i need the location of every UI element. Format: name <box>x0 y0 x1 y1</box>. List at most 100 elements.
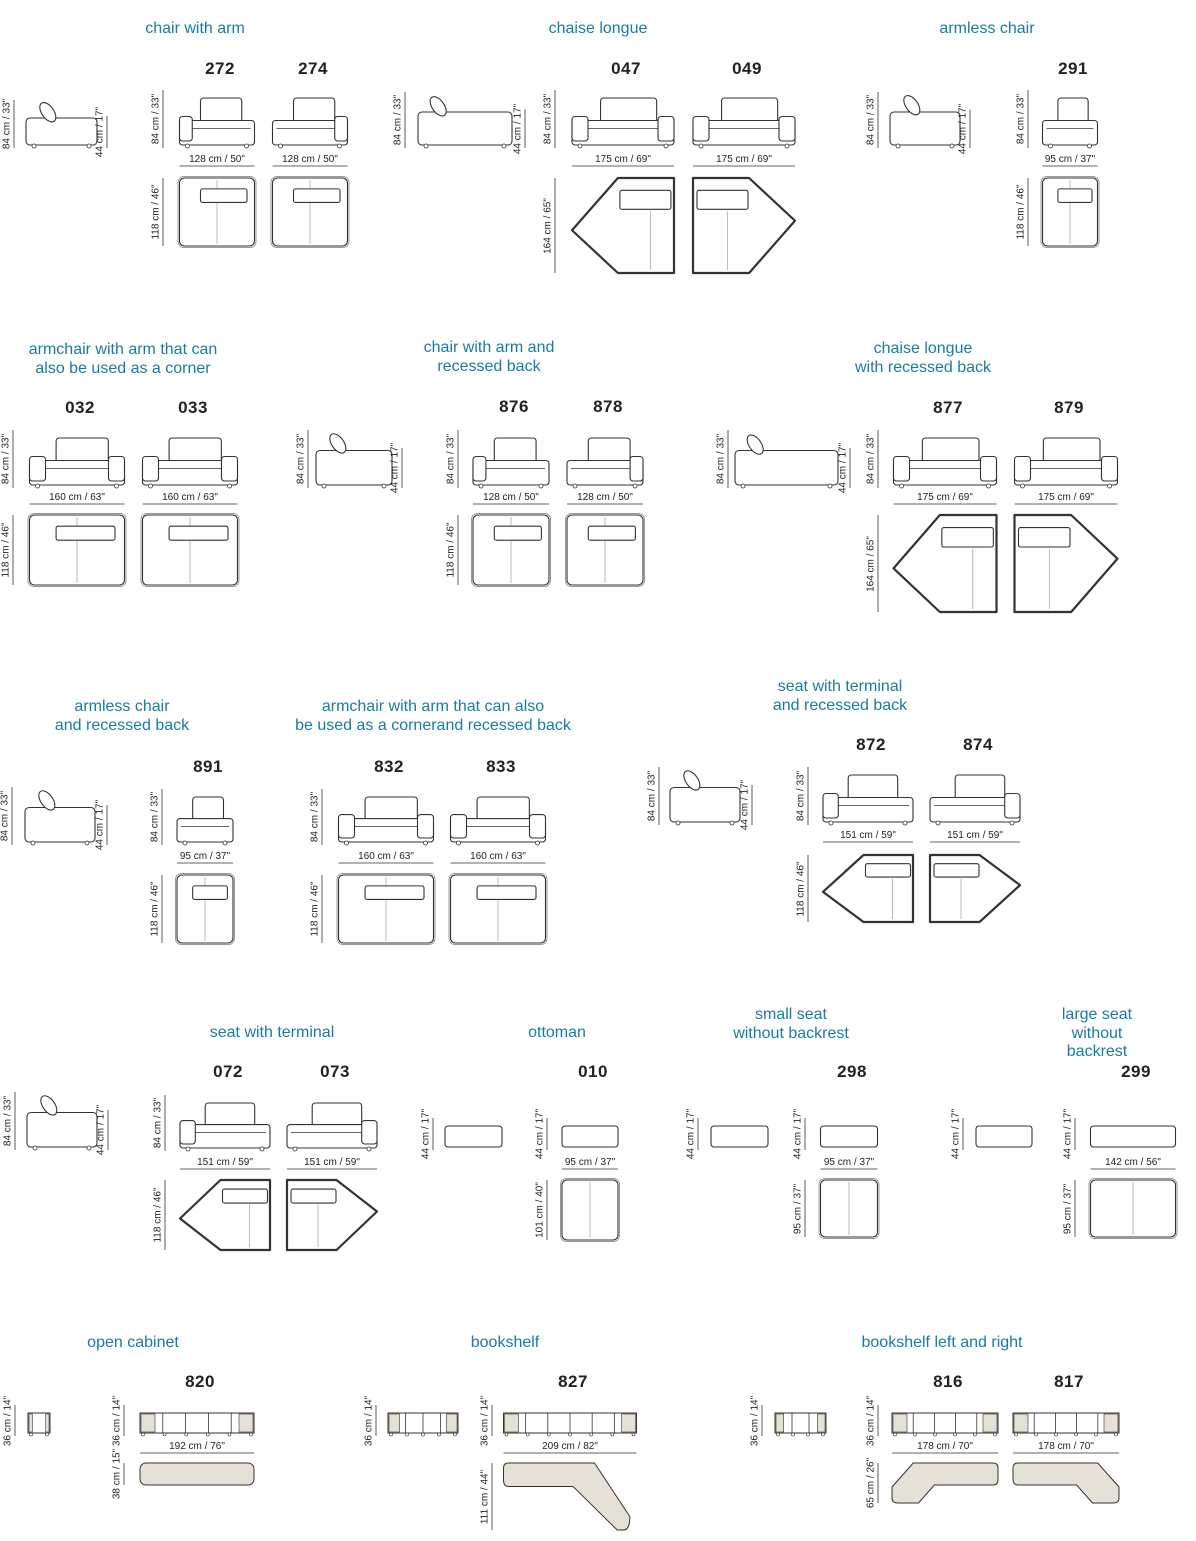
cabinet-frame <box>1012 1412 1120 1434</box>
width-label: 128 cm / 50" <box>189 154 245 165</box>
foot <box>589 1432 593 1437</box>
armrest <box>28 455 47 482</box>
product-073 <box>285 1102 379 1252</box>
section-title: large seat without backrest <box>1061 1006 1133 1060</box>
back-cushion <box>696 189 749 210</box>
seat-height-label: 44 cm / 17" <box>957 103 969 154</box>
side-view <box>27 1412 51 1437</box>
foot <box>1094 1432 1098 1437</box>
foot <box>456 840 461 846</box>
armrest <box>179 1120 196 1145</box>
width-label: 128 cm / 50" <box>282 154 338 165</box>
product-code: 010 <box>578 1062 608 1081</box>
side-height-label: 84 cm / 33" <box>295 433 307 485</box>
product-299 <box>1088 1125 1178 1239</box>
backrest <box>292 97 336 124</box>
foot <box>244 143 249 149</box>
width-label: 160 cm / 63" <box>162 492 218 503</box>
product-code: 879 <box>1054 398 1084 417</box>
back-cushion <box>55 525 116 541</box>
foot <box>185 143 190 149</box>
armrest <box>892 455 911 482</box>
foot <box>141 1432 145 1437</box>
foot <box>821 1432 825 1437</box>
outline <box>1040 176 1100 248</box>
armrest <box>107 455 126 482</box>
foot <box>1048 143 1053 149</box>
foot <box>405 1432 409 1437</box>
depth-label: 101 cm / 40" <box>534 1182 546 1238</box>
foot <box>1087 143 1092 149</box>
depth-label: 118 cm / 46" <box>309 881 321 937</box>
armrest <box>778 115 796 142</box>
product-code: 032 <box>65 398 95 417</box>
section-3 <box>889 94 1100 248</box>
armrest <box>220 455 239 482</box>
section-title: chair with arm <box>145 20 245 37</box>
side-height-label: 84 cm / 33" <box>0 790 11 842</box>
side-body <box>315 449 393 486</box>
back-cushion <box>199 188 248 204</box>
depth-label: 164 cm / 65" <box>865 535 877 592</box>
cabinet-panel <box>28 1413 33 1433</box>
depth-label: 118 cm / 46" <box>1015 184 1027 240</box>
depth-label: 118 cm / 46" <box>795 860 807 917</box>
foot <box>631 1432 636 1437</box>
side-body <box>975 1125 1033 1148</box>
foot <box>249 1432 253 1437</box>
backrest <box>192 796 225 822</box>
product-code: 049 <box>732 59 762 78</box>
front-height-label: 84 cm / 33" <box>1015 93 1027 145</box>
front-height-label: 84 cm / 33" <box>445 433 457 485</box>
outline <box>818 1178 880 1239</box>
foot <box>478 483 484 489</box>
outline <box>565 513 645 587</box>
section-6 <box>734 434 1119 614</box>
front-height-label: 36 cm / 14" <box>111 1395 123 1446</box>
side-view <box>24 790 96 846</box>
back-cushion <box>221 1188 269 1204</box>
backrest <box>168 437 222 464</box>
foot <box>1014 1432 1018 1437</box>
backrest <box>954 774 1006 801</box>
product-872 <box>821 774 915 924</box>
armrest <box>178 115 193 142</box>
width-label: 175 cm / 69" <box>917 492 973 503</box>
foot <box>337 143 342 149</box>
seat-base <box>176 818 234 843</box>
seat-height-label: 44 cm / 17" <box>389 442 401 494</box>
product-816 <box>891 1412 999 1504</box>
depth-label: 95 cm / 37" <box>1062 1183 1074 1234</box>
back-cushion <box>290 1188 337 1204</box>
foot <box>806 1432 810 1437</box>
front-height-label: 84 cm / 33" <box>150 93 162 145</box>
product-code: 817 <box>1054 1372 1084 1391</box>
backrest <box>55 437 109 464</box>
foot <box>1020 483 1025 489</box>
section-13 <box>975 1125 1178 1239</box>
side-body <box>710 1125 769 1148</box>
cabinet-panel <box>238 1413 254 1433</box>
front-body <box>561 1125 619 1148</box>
backrest <box>1057 97 1089 124</box>
foot <box>973 1432 977 1437</box>
depth-label: 38 cm / 15" <box>111 1448 123 1500</box>
foot <box>1054 1432 1058 1437</box>
side-view <box>669 770 741 826</box>
top-body <box>1012 1462 1120 1504</box>
cabinet-frame <box>891 1412 999 1434</box>
cabinet-frame <box>27 1412 51 1434</box>
backrest <box>204 1102 256 1128</box>
width-label: 175 cm / 69" <box>595 154 651 165</box>
width-label: 192 cm / 76" <box>169 1441 225 1452</box>
foot <box>610 1432 615 1437</box>
width-label: 175 cm / 69" <box>1038 492 1094 503</box>
foot <box>828 820 834 826</box>
armrest <box>1100 455 1119 482</box>
backrest <box>364 796 418 822</box>
product-code: 832 <box>374 757 404 776</box>
section-15 <box>387 1412 637 1531</box>
side-body <box>444 1125 503 1148</box>
product-code: 872 <box>856 735 886 754</box>
